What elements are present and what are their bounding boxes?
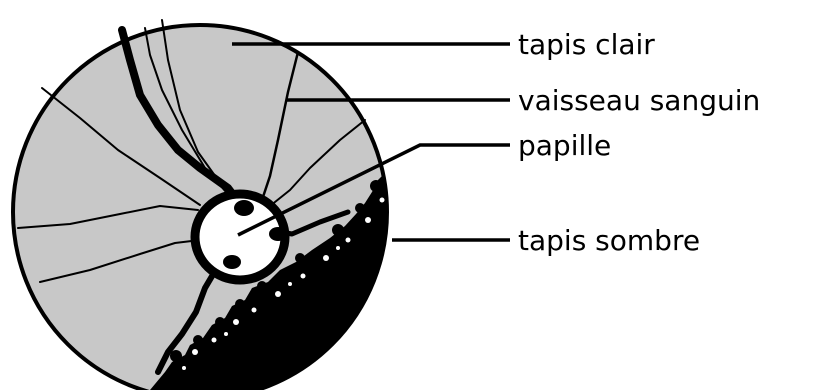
label-tapis-sombre: tapis sombre (518, 224, 700, 257)
label-papille: papille (518, 129, 611, 162)
label-tapis-clair: tapis clair (518, 28, 655, 61)
label-vaisseau-sanguin: vaisseau sanguin (518, 84, 760, 117)
